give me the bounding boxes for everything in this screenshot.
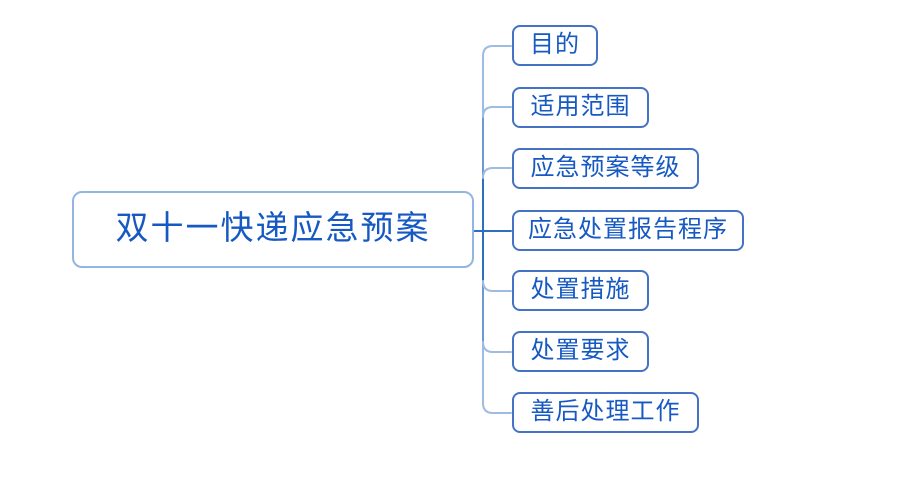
branch-node-aftermath-work[interactable]: 善后处理工作 xyxy=(512,392,699,433)
branch-connector-7 xyxy=(482,402,512,414)
branch-node-plan-level[interactable]: 应急预案等级 xyxy=(512,148,699,189)
branch-connector-6 xyxy=(482,341,512,353)
branch-node-scope[interactable]: 适用范围 xyxy=(512,87,649,128)
branch-node-report-procedure[interactable]: 应急处置报告程序 xyxy=(512,210,744,251)
branch-node-disposal-measures[interactable]: 处置措施 xyxy=(512,270,649,311)
branch-connector-5 xyxy=(482,280,512,292)
branch-node-disposal-requirements[interactable]: 处置要求 xyxy=(512,331,649,372)
root-node[interactable]: 双十一快递应急预案 xyxy=(72,191,474,268)
branch-connector-1 xyxy=(482,45,512,57)
branch-connector-3 xyxy=(482,167,512,179)
branch-connector-2 xyxy=(482,106,512,118)
branch-node-purpose[interactable]: 目的 xyxy=(512,25,598,66)
